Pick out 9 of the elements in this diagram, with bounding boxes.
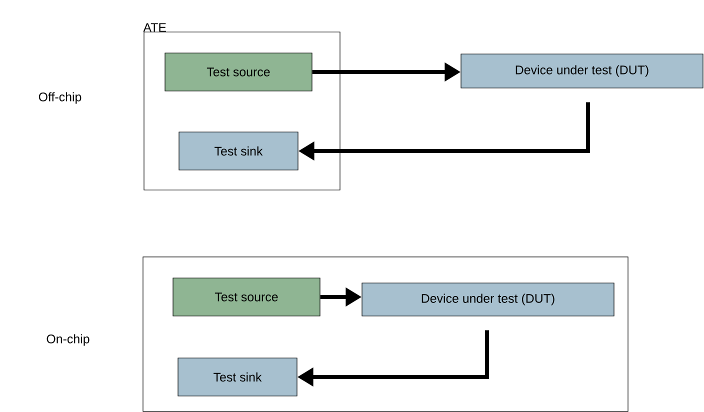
node-label: ATE [143,23,166,32]
side-label: Off-chip [38,92,82,104]
process-box: Test source [164,52,312,92]
process-box: Device under test (DUT) [362,282,614,316]
process-box: Test sink [178,132,298,170]
process-box: Test source [172,278,320,316]
process-box: Device under test (DUT) [460,54,704,88]
process-box: Test sink [178,358,298,396]
side-label: On-chip [46,334,90,346]
